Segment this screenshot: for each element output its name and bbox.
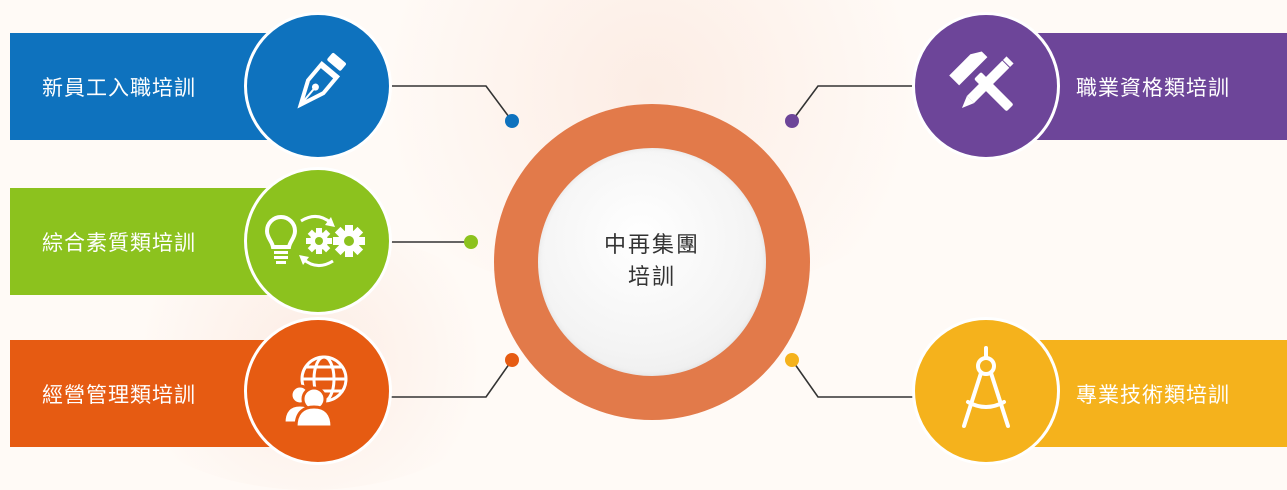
compass-icon <box>946 344 1026 438</box>
connector-line-professional-qualification <box>791 85 914 122</box>
category-label: 經營管理類培訓 <box>42 382 196 407</box>
center-title-line2: 培訓 <box>627 265 676 290</box>
connector-dot-management <box>505 353 519 367</box>
category-icon-circle <box>244 317 392 465</box>
connector-dot-professional-qualification <box>785 114 799 128</box>
category-icon-circle <box>244 12 392 160</box>
category-icon-circle <box>912 12 1060 160</box>
fountain-pen-icon <box>278 44 358 128</box>
center-hub: 中再集團 培訓 <box>538 148 766 376</box>
connector-line-management <box>390 359 513 398</box>
connector-lines <box>390 85 914 398</box>
category-icon-circle <box>912 317 1060 465</box>
category-label: 綜合素質類培訓 <box>42 230 196 255</box>
category-label: 新員工入職培訓 <box>42 75 196 100</box>
connector-dot-onboarding <box>505 114 519 128</box>
hammer-pencil-icon <box>946 44 1026 128</box>
connector-line-technical <box>791 359 914 398</box>
globe-users-icon <box>278 349 358 433</box>
connector-dot-technical <box>785 353 799 367</box>
category-icon-circle <box>244 167 392 315</box>
connector-dot-general-quality <box>464 235 478 249</box>
category-label: 職業資格類培訓 <box>1076 75 1230 100</box>
lightbulb-gears-icon <box>263 199 373 283</box>
category-label: 專業技術類培訓 <box>1076 382 1230 407</box>
connector-line-onboarding <box>390 85 513 122</box>
center-title-line1: 中再集團 <box>603 233 700 258</box>
